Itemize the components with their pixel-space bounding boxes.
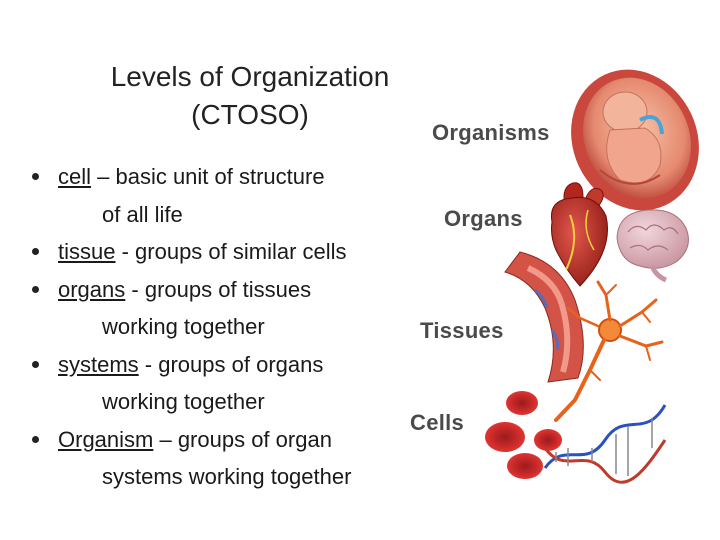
term-systems: systems (58, 351, 139, 377)
label-organs: Organs (444, 206, 523, 231)
label-cells: Cells (410, 410, 465, 435)
fetus-icon (571, 69, 699, 211)
red-blood-cells-icon (485, 391, 562, 479)
slide-title: Levels of Organization (CTOSO) (80, 58, 420, 134)
bullet-list: cell – basic unit of structure of all lif… (30, 158, 430, 496)
bullet-text: - groups of similar cells (115, 239, 347, 264)
bullet-text: - groups of tissues (125, 276, 312, 302)
bullet-organs: organs - groups of tissues working togeth… (30, 271, 430, 346)
bullet-text: – basic unit of structure (91, 164, 325, 189)
bullet-text: - groups of organs (138, 351, 324, 377)
bullet-cell: cell – basic unit of structure of all lif… (30, 158, 430, 233)
title-line-1: Levels of Organization (110, 61, 390, 92)
term-cell: cell (58, 164, 92, 189)
neuron-icon (554, 280, 664, 422)
bullet-tissue: tissue - groups of similar cells (30, 233, 430, 271)
label-tissues: Tissues (420, 318, 504, 343)
title-line-2: (CTOSO) (191, 99, 309, 130)
term-tissue: tissue (58, 239, 116, 264)
bullet-continuation: working together (102, 389, 265, 414)
blood-vessel-icon (504, 251, 584, 383)
label-organisms: Organisms (432, 120, 550, 145)
dna-helix-icon (543, 404, 667, 484)
bullet-continuation: systems working together (102, 464, 352, 489)
term-organism: Organism (58, 426, 154, 452)
bullet-continuation: working together (102, 314, 265, 339)
term-organs: organs (58, 276, 126, 302)
brain-icon (616, 209, 689, 283)
heart-icon (550, 182, 609, 287)
bullet-continuation: of all life (102, 201, 183, 227)
bullet-systems: systems - groups of organs working togeth… (30, 346, 430, 421)
bullet-text: – groups of organ (153, 426, 332, 452)
bullet-organism: Organism – groups of organ systems workin… (30, 421, 430, 496)
